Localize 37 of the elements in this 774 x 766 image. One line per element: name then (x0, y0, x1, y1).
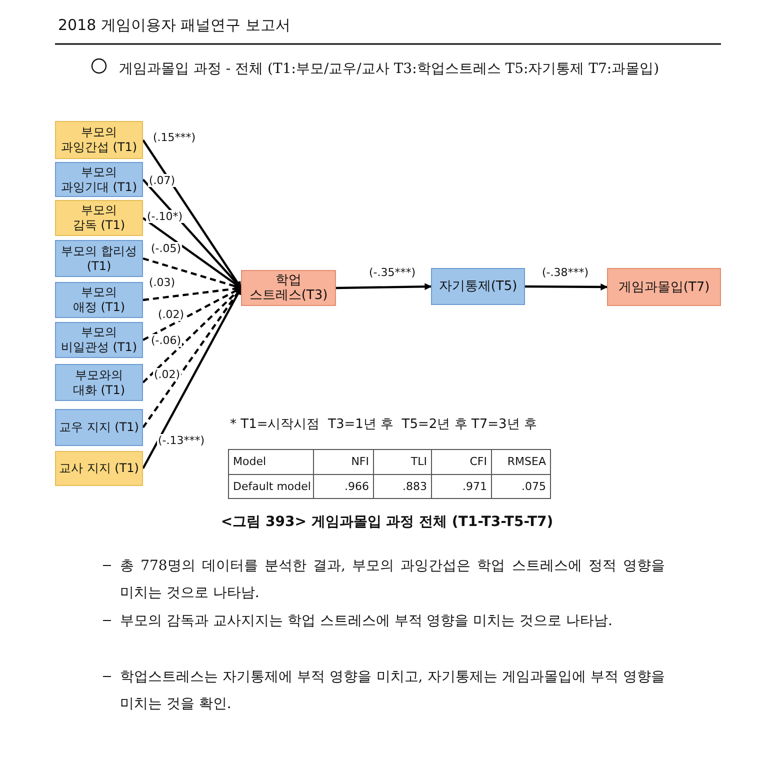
path-coefficient: (-.38***) (541, 266, 590, 279)
arrow (336, 283, 432, 290)
paragraph: 총 778명의 데이터를 분석한 결과, 부모의 과잉간섭은 학업 스트레스에 정적 영향을 미치는 것으로 나타남. (120, 557, 665, 603)
path-coefficient: (-.05) (150, 242, 182, 255)
dashed-arrow (142, 287, 242, 384)
path-coefficient: (.07) (148, 174, 176, 187)
running-header: 2018 게임이용자 패널연구 보고서 (58, 16, 290, 35)
variable-box: 자기통제(T5) (431, 268, 525, 305)
path-coefficient: (.02) (157, 308, 186, 321)
variable-box: 부모의 합리성 (T1) (55, 240, 143, 277)
path-coefficient: (-.06) (150, 334, 182, 347)
variable-box: 게임과몰입(T7) (607, 268, 721, 306)
paragraph: 학업스트레스는 자기통제에 부적 영향을 미치고, 자기통제는 게임과몰입에 부적 영향을 미치는 것을 확인. (120, 668, 665, 714)
path-coefficient: (.02) (153, 368, 182, 381)
variable-box: 교우 지지 (T1) (55, 409, 143, 446)
paragraph: 부모의 감독과 교사지지는 학업 스트레스에 부적 영향을 미치는 것으로 나타남. (120, 612, 614, 631)
variable-box: 교사 지지 (T1) (55, 451, 143, 486)
section-heading: 게임과몰입 과정 - 전체 (T1:부모/교우/교사 T3:학업스트레스 T5:자기통제 T7:과몰입) (119, 60, 660, 79)
table-cell: Default model (228, 474, 314, 499)
variable-box: 부모의 비일관성 (T1) (55, 322, 143, 358)
variable-box: 부모의 과잉간섭 (T1) (55, 121, 143, 159)
path-coefficient: (-.10*) (146, 210, 184, 223)
path-coefficient: (-.13***) (157, 434, 206, 447)
table-cell: Model (228, 449, 314, 475)
arrow (525, 283, 608, 290)
path-coefficient: (.15***) (152, 131, 197, 144)
variable-box: 부모의 애정 (T1) (55, 282, 143, 318)
table-cell: RMSEA (491, 449, 551, 475)
variable-box: 부모의 감독 (T1) (55, 200, 143, 236)
footnote: * T1=시작시점 T3=1년 후 T5=2년 후 T7=3년 후 (230, 416, 537, 433)
variable-box: 부모의 과잉기대 (T1) (55, 162, 143, 197)
variable-box: 학업 스트레스(T3) (241, 270, 336, 306)
path-coefficient: (-.35***) (368, 266, 417, 279)
variable-box: 부모와의 대화 (T1) (55, 364, 143, 401)
path-coefficient: (.03) (148, 276, 176, 289)
table-cell: .075 (491, 474, 551, 499)
figure-caption: <그림 393> 게임과몰입 과정 전체 (T1-T3-T5-T7) (220, 513, 554, 531)
